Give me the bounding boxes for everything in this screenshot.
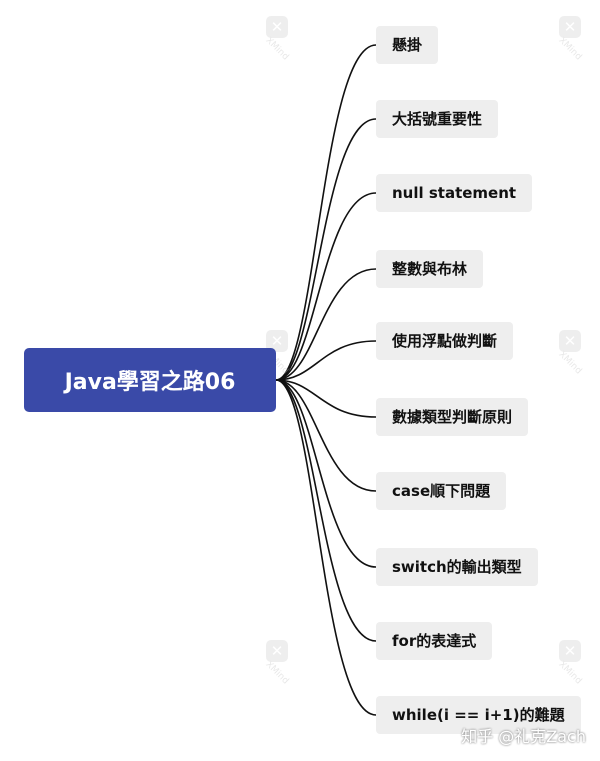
branch-topic[interactable]: while(i == i+1)的難題: [376, 696, 581, 734]
branch-topic[interactable]: 數據類型判斷原則: [376, 398, 529, 436]
branch-topic[interactable]: 使用浮點做判斷: [376, 322, 514, 360]
watermark-text: XMind: [556, 35, 584, 63]
branch-topic[interactable]: for的表達式: [376, 622, 493, 660]
branch-topic[interactable]: switch的輸出類型: [376, 548, 538, 586]
xmind-watermark: ✕ XMind: [260, 330, 294, 386]
x-mark-icon: ✕: [266, 16, 288, 38]
x-mark-icon: ✕: [559, 16, 581, 38]
watermark-text: XMind: [556, 349, 584, 377]
branch-topic[interactable]: 懸掛: [376, 26, 439, 64]
branch-topic[interactable]: case順下問題: [376, 472, 507, 510]
branch-topic[interactable]: 整數與布林: [376, 250, 484, 288]
connector-line: [275, 379, 377, 716]
xmind-watermark: ✕ XMind: [260, 16, 294, 72]
x-mark-icon: ✕: [559, 330, 581, 352]
xmind-watermark: ✕ XMind: [553, 330, 587, 386]
watermark-text: XMind: [263, 35, 291, 63]
x-mark-icon: ✕: [266, 640, 288, 662]
connector-line: [275, 379, 377, 568]
connector-line: [275, 192, 377, 381]
connector-line: [275, 379, 377, 492]
connector-line: [275, 44, 377, 381]
watermark-text: XMind: [556, 659, 584, 687]
x-mark-icon: ✕: [559, 640, 581, 662]
xmind-watermark: ✕ XMind: [553, 16, 587, 72]
xmind-watermark: ✕ XMind: [553, 640, 587, 696]
root-topic[interactable]: Java學習之路06: [24, 348, 276, 412]
watermark-text: XMind: [263, 659, 291, 687]
connector-line: [275, 268, 377, 381]
x-mark-icon: ✕: [266, 330, 288, 352]
connector-line: [275, 118, 377, 381]
connector-line: [275, 379, 377, 418]
branch-topic[interactable]: 大括號重要性: [376, 100, 499, 138]
connector-line: [275, 379, 377, 642]
branch-topic[interactable]: null statement: [376, 174, 533, 212]
connector-line: [275, 340, 377, 381]
footer-credit: 知乎 @礼克Zach: [461, 727, 586, 746]
xmind-watermark: ✕ XMind: [260, 640, 294, 696]
